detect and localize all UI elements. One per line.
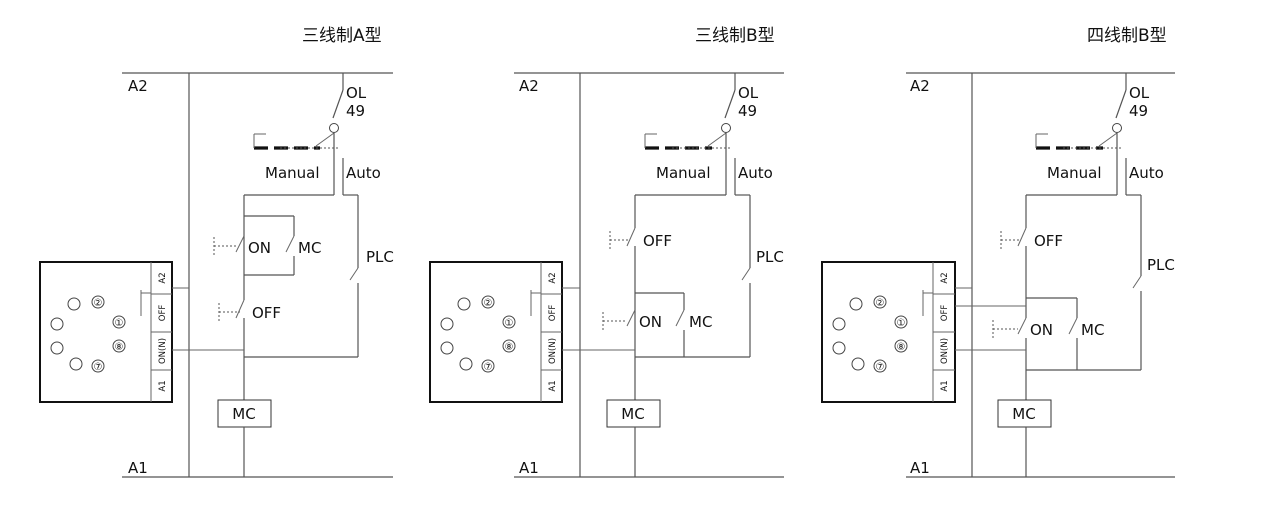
plc-contact (349, 267, 359, 281)
auto-label: Auto (1129, 164, 1164, 182)
plc-contact (1132, 275, 1142, 289)
mc-contact-label: MC (298, 239, 321, 257)
selector-contact (1098, 132, 1118, 147)
on-pushbutton (602, 312, 627, 330)
ol-number: 49 (346, 102, 365, 120)
ol-label: OL (346, 84, 367, 102)
dial-number: ⑦ (94, 362, 103, 373)
terminal-on: ON(N) (940, 338, 950, 364)
terminal-a2: A2 (940, 272, 950, 283)
off-pushbutton (1000, 231, 1020, 250)
mc-contact-label: MC (689, 313, 712, 331)
rail-a1-label: A1 (519, 459, 539, 477)
manual-label: Manual (1047, 164, 1102, 182)
rail-a2-label: A2 (128, 77, 148, 95)
terminal-a2: A2 (548, 272, 558, 283)
off-label: OFF (252, 304, 281, 322)
rail-a2-label: A2 (519, 77, 539, 95)
plc-label: PLC (756, 248, 784, 266)
ol-label: OL (1129, 84, 1150, 102)
mc-aux-contact (285, 235, 295, 253)
coil-label: MC (1012, 405, 1035, 423)
on-label: ON (248, 239, 271, 257)
selector-contact (707, 132, 727, 147)
off-pushbutton (218, 303, 240, 322)
terminal-a2: A2 (158, 272, 168, 283)
coil-label: MC (232, 405, 255, 423)
ol-number: 49 (738, 102, 757, 120)
rail-a1-label: A1 (910, 459, 930, 477)
off-label: OFF (1034, 232, 1063, 250)
diagram-title: 三线制A型 (302, 26, 382, 46)
mc-aux-contact (675, 309, 685, 327)
on-pushbutton (992, 320, 1018, 338)
dial-number: ① (505, 318, 514, 329)
manual-label: Manual (265, 164, 320, 182)
plc-label: PLC (1147, 256, 1175, 274)
ol-contact (1115, 89, 1127, 119)
dial-number: ⑧ (505, 342, 514, 353)
manual-label: Manual (656, 164, 711, 182)
on-label: ON (639, 313, 662, 331)
auto-label: Auto (346, 164, 381, 182)
rail-a2-label: A2 (910, 77, 930, 95)
terminal-on: ON(N) (158, 338, 168, 364)
coil-mc (606, 399, 661, 428)
terminal-off: OFF (940, 305, 950, 322)
diagram-panel-three-wire-a: 三线制A型 A2 A1 OL 49 Manual Auto ON MC (39, 26, 394, 478)
mc-contact-label: MC (1081, 321, 1104, 339)
dial-number: ⑦ (484, 362, 493, 373)
off-label: OFF (643, 232, 672, 250)
on-pushbutton (213, 237, 236, 255)
coil-mc (997, 399, 1052, 428)
diagram-title: 三线制B型 (695, 26, 775, 46)
on-label: ON (1030, 321, 1053, 339)
coil-mc (217, 399, 272, 428)
diagram-title: 四线制B型 (1087, 26, 1167, 46)
dial-number: ① (115, 318, 124, 329)
diagram-panel-three-wire-b: 三线制B型 A2 A1 OL 49 Manual Auto OFF ON M (429, 26, 784, 478)
rail-a1-label: A1 (128, 459, 148, 477)
auto-label: Auto (738, 164, 773, 182)
selector-contact (315, 132, 335, 147)
terminal-on: ON(N) (548, 338, 558, 364)
ol-label: OL (738, 84, 759, 102)
dial-number: ② (484, 298, 493, 309)
plc-label: PLC (366, 248, 394, 266)
terminal-a1: A1 (548, 380, 558, 391)
plc-contact (741, 267, 751, 281)
terminal-a1: A1 (158, 380, 168, 391)
relay-module (39, 261, 173, 403)
dial-number: ⑧ (115, 342, 124, 353)
off-pushbutton (609, 231, 630, 250)
ol-number: 49 (1129, 102, 1148, 120)
ol-contact (724, 89, 736, 119)
diagram-panel-four-wire-b: 四线制B型 A2 A1 OL 49 Manual Auto OFF ON (821, 26, 1175, 478)
coil-label: MC (621, 405, 644, 423)
mc-aux-contact (1068, 317, 1078, 335)
dial-number: ② (94, 298, 103, 309)
dial-number: ① (897, 318, 906, 329)
terminal-off: OFF (548, 305, 558, 322)
terminal-a1: A1 (940, 380, 950, 391)
dial-number: ⑧ (897, 342, 906, 353)
ol-contact (332, 89, 344, 119)
terminal-off: OFF (158, 305, 168, 322)
dial-number: ⑦ (876, 362, 885, 373)
dial-number: ② (876, 298, 885, 309)
